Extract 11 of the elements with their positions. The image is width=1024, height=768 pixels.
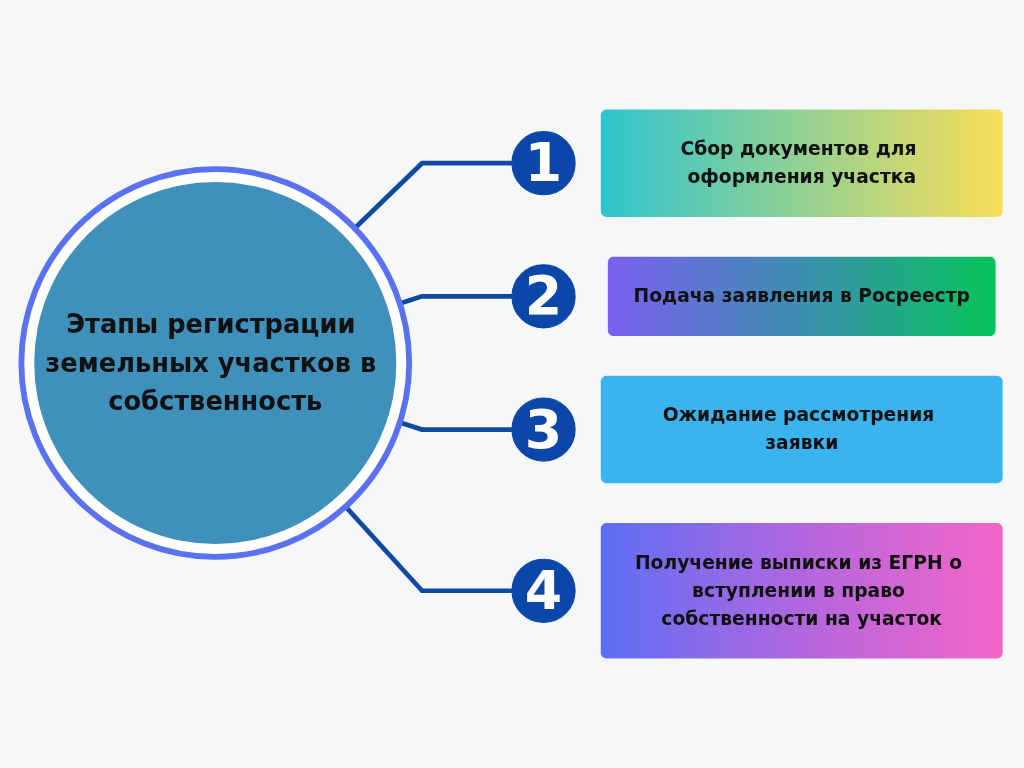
connector (343, 505, 512, 594)
node-box: Сбор документов для оформления участка (600, 109, 1003, 217)
node-box: Получение выписки из ЕГРН о вступлении в право собственности на участок (600, 523, 1003, 659)
node-box: Подача заявления в Росреестр (607, 256, 996, 337)
node-box: Ожидание рассмотрения заявки (600, 375, 1003, 484)
node-circle: Этапы регистрации земельных участков в собственность (18, 166, 413, 560)
node-circle: 1 (511, 131, 576, 196)
node-circle: 4 (511, 558, 576, 623)
node-circle: 2 (511, 264, 576, 329)
connector (353, 160, 512, 230)
node-circle: 3 (511, 397, 576, 462)
